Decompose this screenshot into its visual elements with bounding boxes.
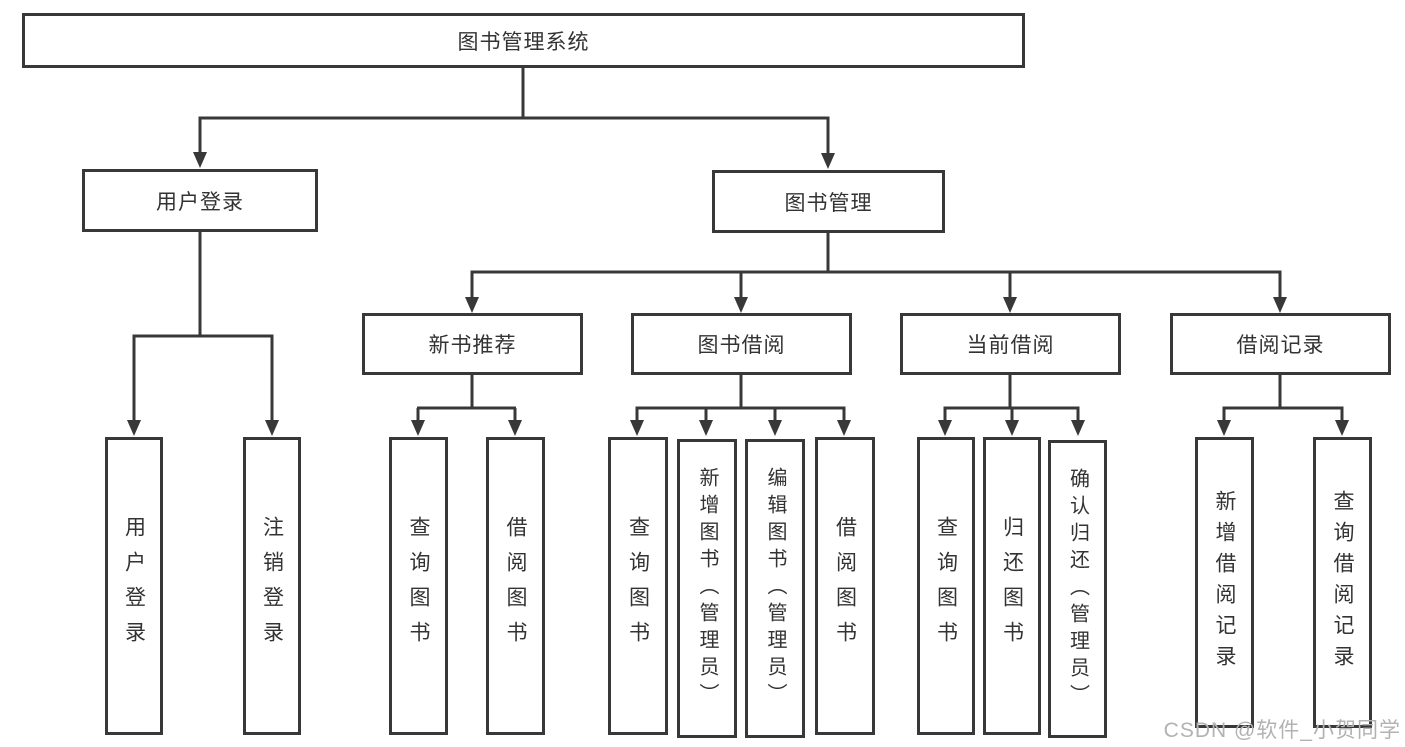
node-book-management: 图书管理 bbox=[712, 170, 945, 233]
leaf-user-login-label: 用户登录 bbox=[122, 516, 146, 656]
leaf-edit-book-admin: 编辑图书（管理员） bbox=[745, 439, 805, 738]
node-book-borrow-label: 图书借阅 bbox=[697, 334, 786, 357]
leaf-query-book-3-label: 查询图书 bbox=[934, 516, 958, 656]
node-current-borrow-label: 当前借阅 bbox=[966, 334, 1055, 357]
leaf-logout: 注销登录 bbox=[243, 437, 301, 735]
leaf-query-book-1-label: 查询图书 bbox=[407, 516, 430, 656]
node-new-book-recommend: 新书推荐 bbox=[362, 313, 583, 375]
leaf-query-borrow-record: 查询借阅记录 bbox=[1313, 437, 1372, 728]
node-current-borrow: 当前借阅 bbox=[900, 313, 1121, 375]
leaf-logout-label: 注销登录 bbox=[260, 516, 284, 656]
node-new-book-recommend-label: 新书推荐 bbox=[428, 334, 517, 357]
node-user-login-label: 用户登录 bbox=[156, 190, 244, 214]
leaf-borrow-book-2-label: 借阅图书 bbox=[833, 516, 857, 656]
leaf-return-book-label: 归还图书 bbox=[1000, 516, 1024, 656]
leaf-query-book-3: 查询图书 bbox=[917, 437, 975, 735]
node-book-management-label: 图书管理 bbox=[784, 191, 873, 215]
leaf-query-book-2-label: 查询图书 bbox=[626, 516, 650, 656]
watermark: CSDN @软件_小贺同学 bbox=[1163, 719, 1401, 742]
leaf-borrow-book-2: 借阅图书 bbox=[815, 437, 875, 735]
node-borrow-record: 借阅记录 bbox=[1170, 313, 1391, 375]
leaf-confirm-return-admin: 确认归还（管理员） bbox=[1048, 440, 1107, 738]
leaf-borrow-book-1-label: 借阅图书 bbox=[504, 516, 527, 656]
leaf-edit-book-admin-label: 编辑图书（管理员） bbox=[764, 467, 786, 710]
leaf-query-book-2: 查询图书 bbox=[608, 437, 668, 735]
node-book-borrow: 图书借阅 bbox=[631, 313, 852, 375]
node-borrow-record-label: 借阅记录 bbox=[1236, 334, 1325, 357]
leaf-return-book: 归还图书 bbox=[983, 437, 1041, 735]
leaf-user-login: 用户登录 bbox=[105, 437, 163, 735]
leaf-add-borrow-record-label: 新增借阅记录 bbox=[1213, 489, 1236, 676]
leaf-confirm-return-admin-label: 确认归还（管理员） bbox=[1066, 467, 1089, 711]
node-user-login: 用户登录 bbox=[82, 169, 318, 232]
leaf-add-book-admin-label: 新增图书（管理员） bbox=[696, 467, 718, 710]
node-root-label: 图书管理系统 bbox=[457, 30, 590, 54]
leaf-add-borrow-record: 新增借阅记录 bbox=[1195, 437, 1254, 728]
leaf-query-book-1: 查询图书 bbox=[389, 437, 448, 735]
node-root: 图书管理系统 bbox=[22, 13, 1025, 68]
leaf-query-borrow-record-label: 查询借阅记录 bbox=[1331, 489, 1354, 676]
leaf-borrow-book-1: 借阅图书 bbox=[486, 437, 545, 735]
leaf-add-book-admin: 新增图书（管理员） bbox=[677, 439, 737, 738]
